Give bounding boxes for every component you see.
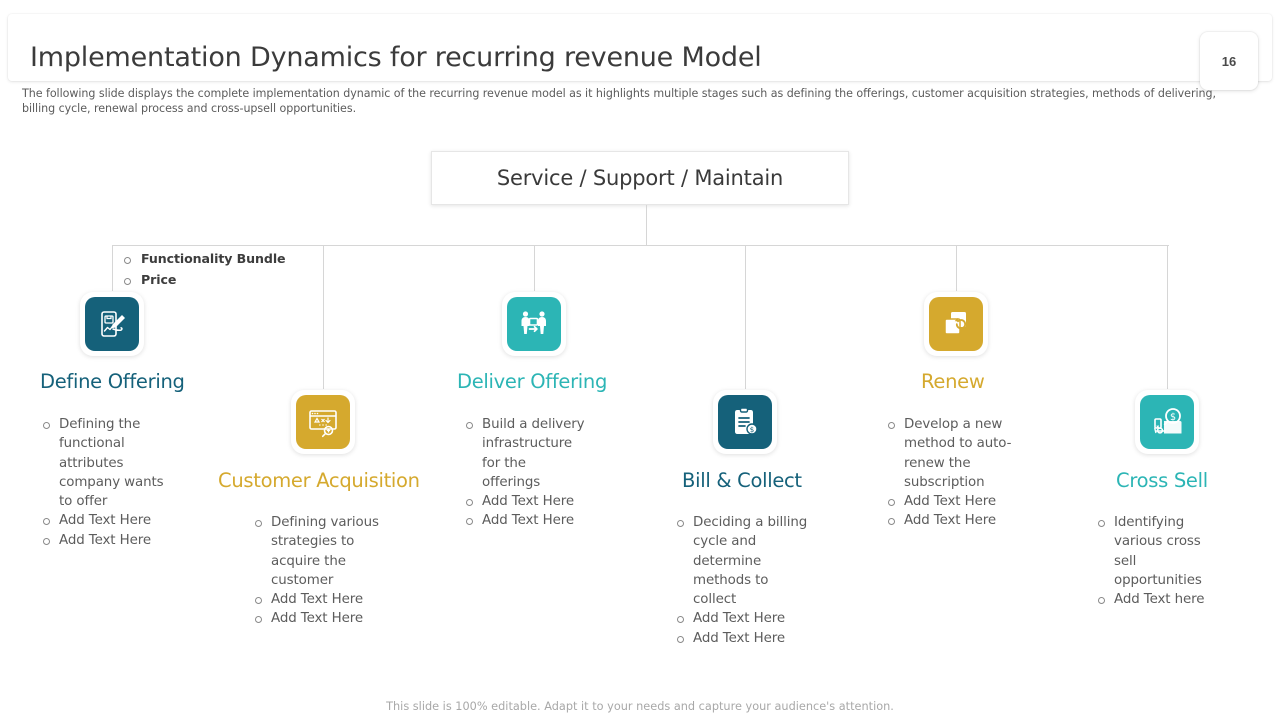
tile-define-offering[interactable] (80, 292, 144, 356)
top-bullets-list: Functionality Bundle Price (120, 249, 286, 291)
bullets-deliver-offering: Build a delivery infrastructure for the … (463, 415, 587, 531)
connector-drop-bill-and-collect (745, 245, 746, 389)
top-node-label: Service / Support / Maintain (496, 166, 784, 190)
bullets-bill-and-collect: Deciding a billing cycle and determine m… (674, 513, 812, 648)
column-title-renew: Renew (921, 370, 985, 393)
tile-renew[interactable] (924, 292, 988, 356)
top-node-service-support-maintain[interactable]: Service / Support / Maintain (431, 151, 849, 205)
list-item: Add Text here (1095, 590, 1215, 609)
connector-drop-renew (956, 245, 957, 291)
list-item: Add Text Here (674, 629, 812, 648)
column-title-customer-acquisition: Customer Acquisition (218, 469, 420, 492)
connector-drop-customer-acquisition (323, 245, 324, 389)
column-title-bill-and-collect: Bill & Collect (682, 469, 802, 492)
connector-drop-define-offering (112, 245, 113, 291)
header-bar: Implementation Dynamics for recurring re… (8, 14, 1272, 90)
page-number-badge: 16 (1200, 32, 1258, 90)
connector-horizontal-spine (112, 245, 1169, 246)
bullets-customer-acquisition: Defining various strategies to acquire t… (252, 513, 394, 629)
list-item: Add Text Here (674, 609, 812, 628)
list-item: Defining the functional attributes compa… (40, 415, 172, 511)
list-item: Add Text Here (252, 590, 394, 609)
list-item: Deciding a billing cycle and determine m… (674, 513, 812, 609)
refresh-copy-icon (939, 307, 973, 341)
list-item: Add Text Here (463, 492, 587, 511)
invoice-clipboard-icon: $ (728, 405, 762, 439)
mobile-edit-icon (95, 307, 129, 341)
svg-text:$: $ (1170, 412, 1176, 423)
column-title-deliver-offering: Deliver Offering (457, 370, 608, 393)
footer-note: This slide is 100% editable. Adapt it to… (386, 700, 894, 713)
slide-subtitle: The following slide displays the complet… (22, 87, 1216, 115)
top-bullet-item: Price (120, 270, 285, 291)
connector-top-stem (646, 205, 647, 246)
list-item: Defining various strategies to acquire t… (252, 513, 394, 590)
list-item: Develop a new method to auto-renew the s… (885, 415, 1019, 492)
tile-customer-acquisition[interactable] (291, 390, 355, 454)
list-item: Add Text Here (252, 609, 394, 628)
list-item: Add Text Here (885, 492, 1019, 511)
list-item: Add Text Here (40, 511, 172, 530)
handover-people-icon (517, 307, 551, 341)
bullets-cross-sell: Identifying various cross sell opportuni… (1095, 513, 1215, 609)
list-item: Add Text Here (40, 531, 172, 550)
tile-cross-sell[interactable]: $ (1135, 390, 1199, 454)
bullets-renew: Develop a new method to auto-renew the s… (885, 415, 1019, 531)
cross-sell-magnifier-icon: $ (1150, 405, 1184, 439)
column-title-cross-sell: Cross Sell (1116, 469, 1208, 492)
browser-target-icon (306, 405, 340, 439)
svg-text:$: $ (750, 426, 754, 434)
tile-deliver-offering[interactable] (502, 292, 566, 356)
list-item: Identifying various cross sell opportuni… (1095, 513, 1215, 590)
bullets-define-offering: Defining the functional attributes compa… (40, 415, 172, 550)
connector-drop-deliver-offering (534, 245, 535, 291)
list-item: Build a delivery infrastructure for the … (463, 415, 587, 492)
connector-drop-cross-sell (1167, 245, 1168, 389)
tile-bill-and-collect[interactable]: $ (713, 390, 777, 454)
list-item: Add Text Here (885, 511, 1019, 530)
top-bullet-item: Functionality Bundle (120, 249, 286, 270)
column-title-define-offering: Define Offering (40, 370, 185, 393)
list-item: Add Text Here (463, 511, 587, 530)
page-title: Implementation Dynamics for recurring re… (30, 42, 762, 73)
